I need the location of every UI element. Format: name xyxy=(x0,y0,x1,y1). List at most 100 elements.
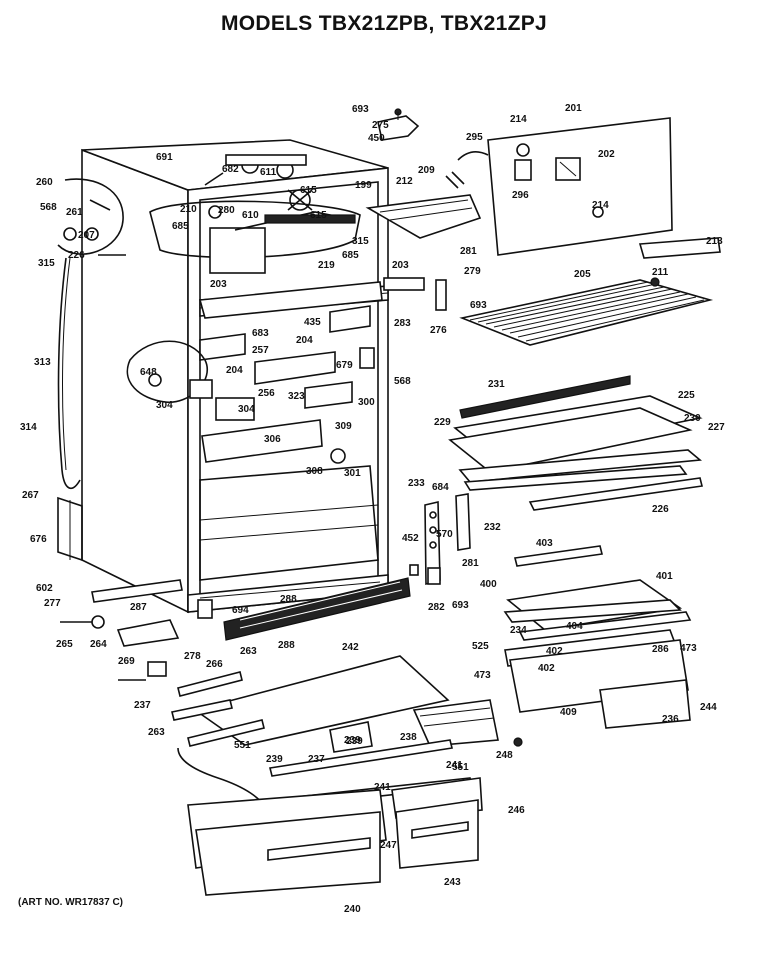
callout-label: 323 xyxy=(288,391,305,402)
callout-label: 685 xyxy=(172,221,189,232)
shelf-brackets xyxy=(409,493,471,586)
callout-label: 551 xyxy=(234,740,251,751)
callout-label: 693 xyxy=(452,600,469,611)
callout-label: 304 xyxy=(238,404,255,415)
fresh-food-controls xyxy=(126,281,383,464)
freezer-wire-shelf xyxy=(459,277,714,346)
callout-label: 229 xyxy=(434,417,451,428)
callout-label: 265 xyxy=(56,639,73,650)
callout-label: 452 xyxy=(402,533,419,544)
callout-label: 683 xyxy=(252,328,269,339)
callout-label: 409 xyxy=(560,707,577,718)
callout-label: 204 xyxy=(226,365,243,376)
callout-label: 275 xyxy=(372,120,389,131)
callout-label: 219 xyxy=(318,260,335,271)
callout-label: 693 xyxy=(470,300,487,311)
page-title: MODELS TBX21ZPB, TBX21ZPJ xyxy=(220,12,548,35)
callout-label: 226 xyxy=(652,504,669,515)
callout-label: 309 xyxy=(335,421,352,432)
callout-label: 551 xyxy=(452,762,469,773)
callout-label: 266 xyxy=(206,659,223,670)
callout-label: 267 xyxy=(22,490,39,501)
callout-label: 239 xyxy=(344,735,361,746)
callout-label: 402 xyxy=(538,663,555,674)
callout-label: 202 xyxy=(598,149,615,160)
callout-label: 240 xyxy=(344,904,361,915)
callout-label: 264 xyxy=(90,639,107,650)
callout-label: 308 xyxy=(306,466,323,477)
callout-label: 279 xyxy=(464,266,481,277)
callout-label: 205 xyxy=(574,269,591,280)
callout-label: 238 xyxy=(400,732,417,743)
callout-label: 685 xyxy=(342,250,359,261)
callout-label: 288 xyxy=(278,640,295,651)
callout-label: 269 xyxy=(118,656,135,667)
callout-label: 199 xyxy=(355,180,372,191)
callout-label: 314 xyxy=(20,422,37,433)
callout-label: 400 xyxy=(480,579,497,590)
callout-label: 204 xyxy=(296,335,313,346)
art-number: (ART NO. WR17837 C) xyxy=(18,897,124,908)
callout-label: 611 xyxy=(260,167,277,178)
callout-label: 602 xyxy=(36,583,53,594)
callout-label: 213 xyxy=(706,236,723,247)
freezer-bracket xyxy=(365,194,721,259)
callout-label: 256 xyxy=(258,388,275,399)
callout-label: 450 xyxy=(368,133,385,144)
callout-label: 306 xyxy=(264,434,281,445)
callout-label: 277 xyxy=(44,598,61,609)
callout-label: 276 xyxy=(430,325,447,336)
callout-label: 682 xyxy=(222,164,239,175)
callout-label: 209 xyxy=(418,165,435,176)
callout-label: 257 xyxy=(252,345,269,356)
callout-label: 684 xyxy=(432,482,449,493)
fresh-food-shelves xyxy=(448,375,703,729)
callout-label: 691 xyxy=(156,152,173,163)
callout-label: 237 xyxy=(308,754,325,765)
callout-label: 286 xyxy=(652,644,669,655)
callout-label: 243 xyxy=(444,877,461,888)
callout-label: 237 xyxy=(134,700,151,711)
callout-label: 239 xyxy=(266,754,283,765)
callout-label: 207 xyxy=(78,230,95,241)
callout-label: 231 xyxy=(488,379,505,390)
callout-label: 260 xyxy=(36,177,53,188)
top-hinge xyxy=(377,108,420,141)
callout-label: 403 xyxy=(536,538,553,549)
callout-label: 241 xyxy=(446,760,463,771)
callout-label: 615 xyxy=(310,210,327,221)
callout-label: 280 xyxy=(218,205,235,216)
left-tubing xyxy=(57,178,126,490)
callout-label: 242 xyxy=(342,642,359,653)
callout-label: 568 xyxy=(40,202,57,213)
callout-label: 241 xyxy=(374,782,391,793)
callout-label: 278 xyxy=(184,651,201,662)
callout-label: 263 xyxy=(240,646,257,657)
callout-label: 301 xyxy=(344,468,361,479)
callout-label: 234 xyxy=(510,625,527,636)
callout-label: 694 xyxy=(232,605,249,616)
callout-label: 227 xyxy=(708,422,725,433)
callout-label: 404 xyxy=(566,621,583,632)
callout-label: 435 xyxy=(304,317,321,328)
callout-label: 201 xyxy=(565,103,582,114)
freezer-fan-assembly xyxy=(149,154,361,274)
callout-label: 679 xyxy=(336,360,353,371)
callout-label: 211 xyxy=(652,267,669,278)
callout-label: 246 xyxy=(508,805,525,816)
callout-label: 401 xyxy=(656,571,673,582)
callout-label: 232 xyxy=(484,522,501,533)
callout-label: 473 xyxy=(474,670,491,681)
callout-label: 313 xyxy=(34,357,51,368)
callout-label: 233 xyxy=(408,478,425,489)
callout-label: 615 xyxy=(300,185,317,196)
crisper-assembly xyxy=(171,577,499,896)
callout-label: 473 xyxy=(680,643,697,654)
small-parts xyxy=(60,277,523,747)
callout-label: 676 xyxy=(30,534,47,545)
callout-label: 261 xyxy=(66,207,83,218)
callout-label: 239 xyxy=(346,736,363,747)
callout-label: 288 xyxy=(280,594,297,605)
